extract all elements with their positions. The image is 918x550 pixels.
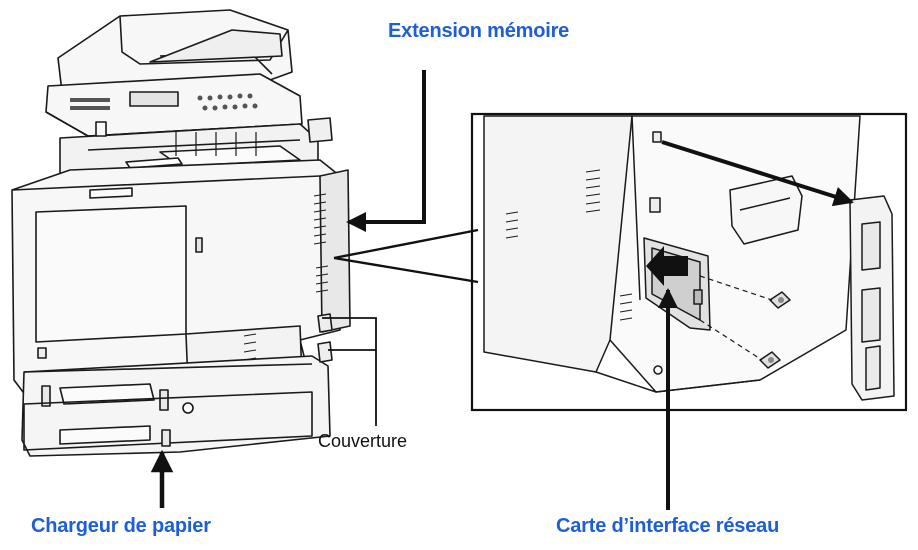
- cover-removal-arrow: [661, 140, 854, 207]
- paper-feeder-label: Chargeur de papier: [31, 515, 211, 537]
- printer-illustration: [11, 9, 351, 457]
- cover-callout-line: [322, 317, 377, 426]
- card-insert-arrow: [646, 246, 688, 286]
- zoom-line: [333, 228, 479, 260]
- front-door: [35, 205, 187, 343]
- memory-extension-label: Extension mémoire: [388, 20, 570, 42]
- zoom-line: [333, 256, 479, 284]
- display-screen: [129, 91, 179, 107]
- network-card-label: Carte d’interface réseau: [556, 515, 780, 537]
- screw: [769, 291, 791, 309]
- cover-label: Couverture: [318, 431, 408, 451]
- screw: [759, 351, 781, 369]
- memory-extension-arrow: [346, 70, 426, 232]
